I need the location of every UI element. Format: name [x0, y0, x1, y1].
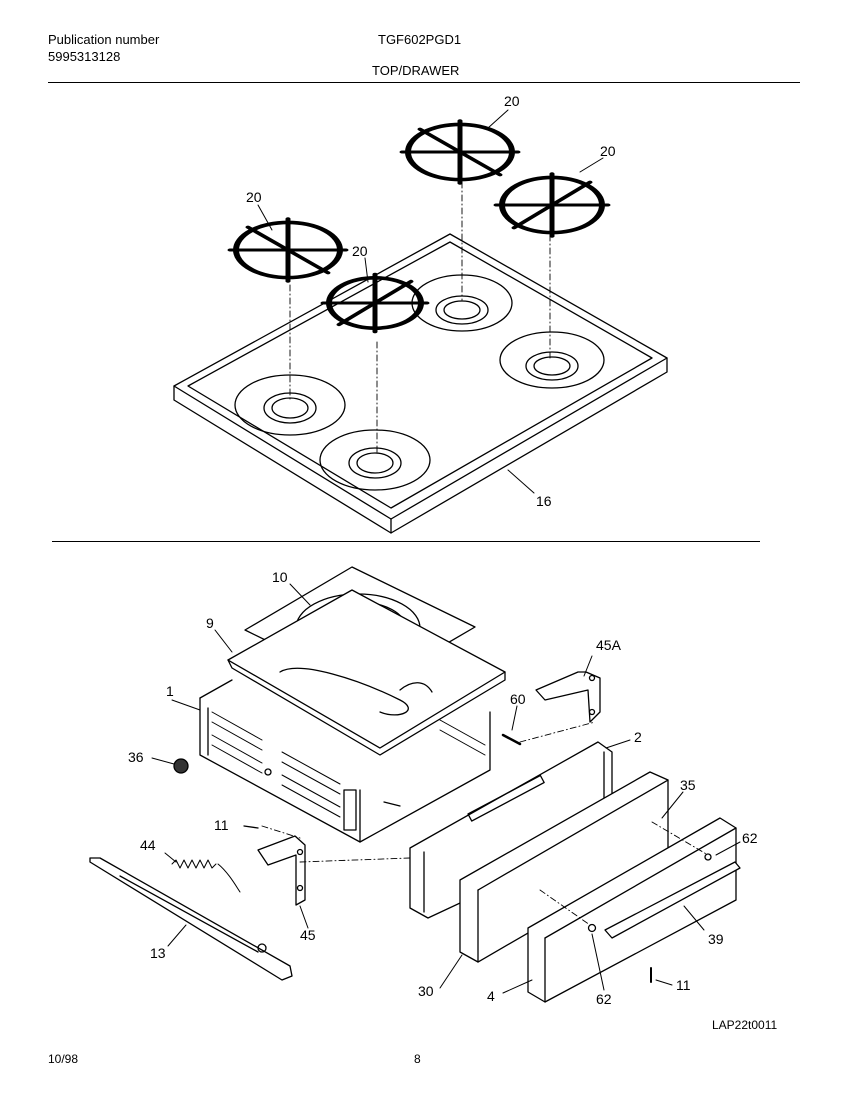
- callout-drawer-body: 1: [166, 683, 174, 699]
- callout-bracket-right: 45A: [596, 637, 622, 653]
- grate-rear-left: [399, 119, 521, 185]
- cooktop-drawing: [173, 181, 668, 534]
- broiler-pan-drawing: [227, 589, 506, 756]
- callout-spring: 44: [140, 837, 156, 853]
- bracket-right-drawing: [535, 671, 601, 723]
- publication-number-value: 5995313128: [48, 49, 121, 64]
- callout-bracket-left: 45: [300, 927, 316, 943]
- callout-broiler-pan: 9: [206, 615, 214, 631]
- callout-handle: 39: [708, 931, 724, 947]
- callout-cooktop: 16: [536, 493, 552, 509]
- section-divider: [52, 541, 760, 542]
- grate-center: [320, 272, 430, 334]
- callout-grate-c: 20: [504, 93, 520, 109]
- callout-screw-left: 11: [214, 817, 229, 833]
- callout-front-panel: 4: [487, 988, 495, 1004]
- grate-left: [227, 217, 349, 283]
- callout-clip-bottom: 62: [596, 991, 612, 1007]
- section-title: TOP/DRAWER: [372, 63, 460, 78]
- callout-pin: 60: [510, 691, 526, 707]
- callout-drawer-front: 30: [418, 983, 434, 999]
- drawing-code: LAP22t0011: [712, 1018, 778, 1032]
- callout-panel: 35: [680, 777, 696, 793]
- front-panel-drawing: [527, 817, 741, 1003]
- callout-grate-d: 20: [600, 143, 616, 159]
- rail-drawing: [89, 857, 293, 981]
- bumper-drawing: [173, 758, 189, 774]
- callout-grate-b: 20: [352, 243, 368, 259]
- callout-broiler-pan-insert: 10: [272, 569, 288, 585]
- callout-grate-a: 20: [246, 189, 262, 205]
- bracket-left-drawing: [243, 825, 306, 906]
- grate-rear-right: [493, 172, 611, 238]
- callout-drawer-side: 2: [634, 729, 642, 745]
- callout-screw-bottom: 11: [676, 977, 691, 993]
- publication-number-label: Publication number: [48, 32, 160, 47]
- drawer-body-drawing: [199, 679, 491, 843]
- page-number: 8: [414, 1052, 421, 1066]
- header-rule: [48, 82, 800, 83]
- callout-clip-right: 62: [742, 830, 758, 846]
- spring-drawing: [171, 859, 241, 893]
- callout-rail: 13: [150, 945, 166, 961]
- footer-date: 10/98: [48, 1052, 79, 1066]
- pin-drawing: [501, 733, 522, 746]
- model-number: TGF602PGD1: [378, 32, 462, 47]
- callout-bumper: 36: [128, 749, 144, 765]
